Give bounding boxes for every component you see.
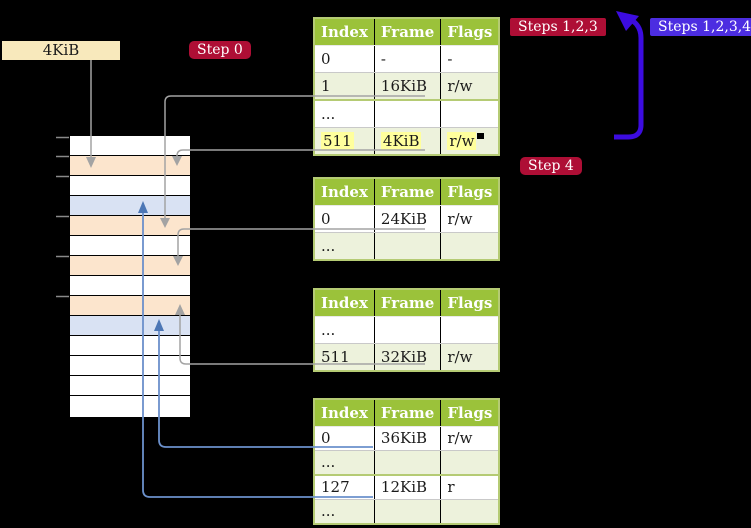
- cell-index: 1: [314, 72, 375, 101]
- badge-step-4: Step 4: [520, 157, 582, 175]
- memory-row-11: [70, 356, 190, 376]
- cell-index: 511: [314, 343, 375, 371]
- table-row: ...: [314, 100, 500, 128]
- memory-row-7: [70, 276, 190, 296]
- table-header-row: Index Frame Flags: [314, 178, 500, 206]
- cell-flags: [440, 316, 500, 344]
- cell-flags: r/w: [440, 72, 500, 101]
- cell-frame: [373, 100, 441, 128]
- cell-index: ...: [314, 450, 375, 476]
- table-row: 0 - -: [314, 45, 500, 73]
- cell-index: 0: [314, 45, 375, 73]
- table-row: ...: [314, 499, 500, 524]
- col-header: Index: [314, 18, 375, 46]
- badge-step-0: Step 0: [189, 41, 251, 59]
- memory-row-13: [70, 396, 190, 416]
- table-row-highlighted: 511 4KiB r/w: [314, 127, 500, 155]
- memory-tick-marks: [56, 136, 69, 298]
- col-header: Index: [314, 289, 375, 317]
- cell-index: ...: [314, 499, 375, 524]
- cell-flags: [440, 232, 500, 260]
- memory-row-12: [70, 376, 190, 396]
- table-row: 0 24KiB r/w: [314, 205, 500, 233]
- table-row: 0 36KiB r/w: [314, 426, 500, 451]
- memory-row-6: [70, 256, 190, 276]
- col-header: Flags: [440, 178, 500, 206]
- table-row: 1 16KiB r/w: [314, 72, 500, 101]
- memory-row-3: [70, 196, 190, 216]
- cell-flags: r/w: [440, 343, 500, 371]
- cell-index: 0: [314, 426, 375, 451]
- cell-flags: -: [440, 45, 500, 73]
- cell-flags: [440, 100, 500, 128]
- cell-frame: [373, 232, 441, 260]
- cell-flags: [440, 450, 500, 476]
- page-table-level-4: Index Frame Flags 0 36KiB r/w ... 127 12…: [313, 398, 501, 525]
- cell-flags: r/w: [440, 205, 500, 233]
- cell-frame: 16KiB: [373, 72, 441, 101]
- cell-frame: [373, 450, 441, 476]
- memory-row-9: [70, 316, 190, 336]
- col-header: Frame: [373, 18, 441, 46]
- memory-row-10: [70, 336, 190, 356]
- cell-frame: 32KiB: [373, 343, 441, 371]
- cell-frame: 24KiB: [373, 205, 441, 233]
- table-row: ...: [314, 450, 500, 476]
- table-header-row: Index Frame Flags: [314, 289, 500, 317]
- cell-flags: r/w: [440, 127, 500, 155]
- cell-frame: 4KiB: [373, 127, 441, 155]
- cell-flags: [440, 499, 500, 524]
- cell-frame: 12KiB: [373, 475, 441, 500]
- col-header: Frame: [373, 399, 441, 427]
- table-row: ...: [314, 316, 500, 344]
- cell-frame: -: [373, 45, 441, 73]
- page-table-level-3: Index Frame Flags ... 511 32KiB r/w: [313, 288, 501, 372]
- physical-memory-column: [69, 135, 191, 418]
- page-table-level-1: Index Frame Flags 0 - - 1 16KiB r/w ... …: [313, 17, 501, 156]
- col-header: Flags: [440, 18, 500, 46]
- col-header: Flags: [440, 289, 500, 317]
- steps-loop-arrow: [614, 11, 644, 140]
- badge-steps-1-2-3: Steps 1,2,3: [510, 18, 606, 36]
- col-header: Index: [314, 399, 375, 427]
- memory-row-5: [70, 236, 190, 256]
- table-header-row: Index Frame Flags: [314, 18, 500, 46]
- frame-size-label: 4KiB: [2, 41, 120, 60]
- badge-steps-1-2-3-4: Steps 1,2,3,4: [650, 18, 751, 36]
- cell-flags: r: [440, 475, 500, 500]
- col-header: Frame: [373, 289, 441, 317]
- memory-row-8: [70, 296, 190, 316]
- memory-row-0: [70, 136, 190, 156]
- cell-index: 127: [314, 475, 375, 500]
- table-row: 511 32KiB r/w: [314, 343, 500, 371]
- cell-flags: r/w: [440, 426, 500, 451]
- memory-row-1: [70, 156, 190, 176]
- cell-frame: [373, 316, 441, 344]
- cell-frame: [373, 499, 441, 524]
- memory-row-4: [70, 216, 190, 236]
- table-header-row: Index Frame Flags: [314, 399, 500, 427]
- cell-index: 511: [314, 127, 375, 155]
- table-row: ...: [314, 232, 500, 260]
- page-table-level-2: Index Frame Flags 0 24KiB r/w ...: [313, 177, 501, 261]
- cell-index: ...: [314, 232, 375, 260]
- table-row: 127 12KiB r: [314, 475, 500, 500]
- cell-index: ...: [314, 100, 375, 128]
- col-header: Flags: [440, 399, 500, 427]
- cell-index: 0: [314, 205, 375, 233]
- cell-index: ...: [314, 316, 375, 344]
- memory-row-2: [70, 176, 190, 196]
- col-header: Index: [314, 178, 375, 206]
- col-header: Frame: [373, 178, 441, 206]
- cell-frame: 36KiB: [373, 426, 441, 451]
